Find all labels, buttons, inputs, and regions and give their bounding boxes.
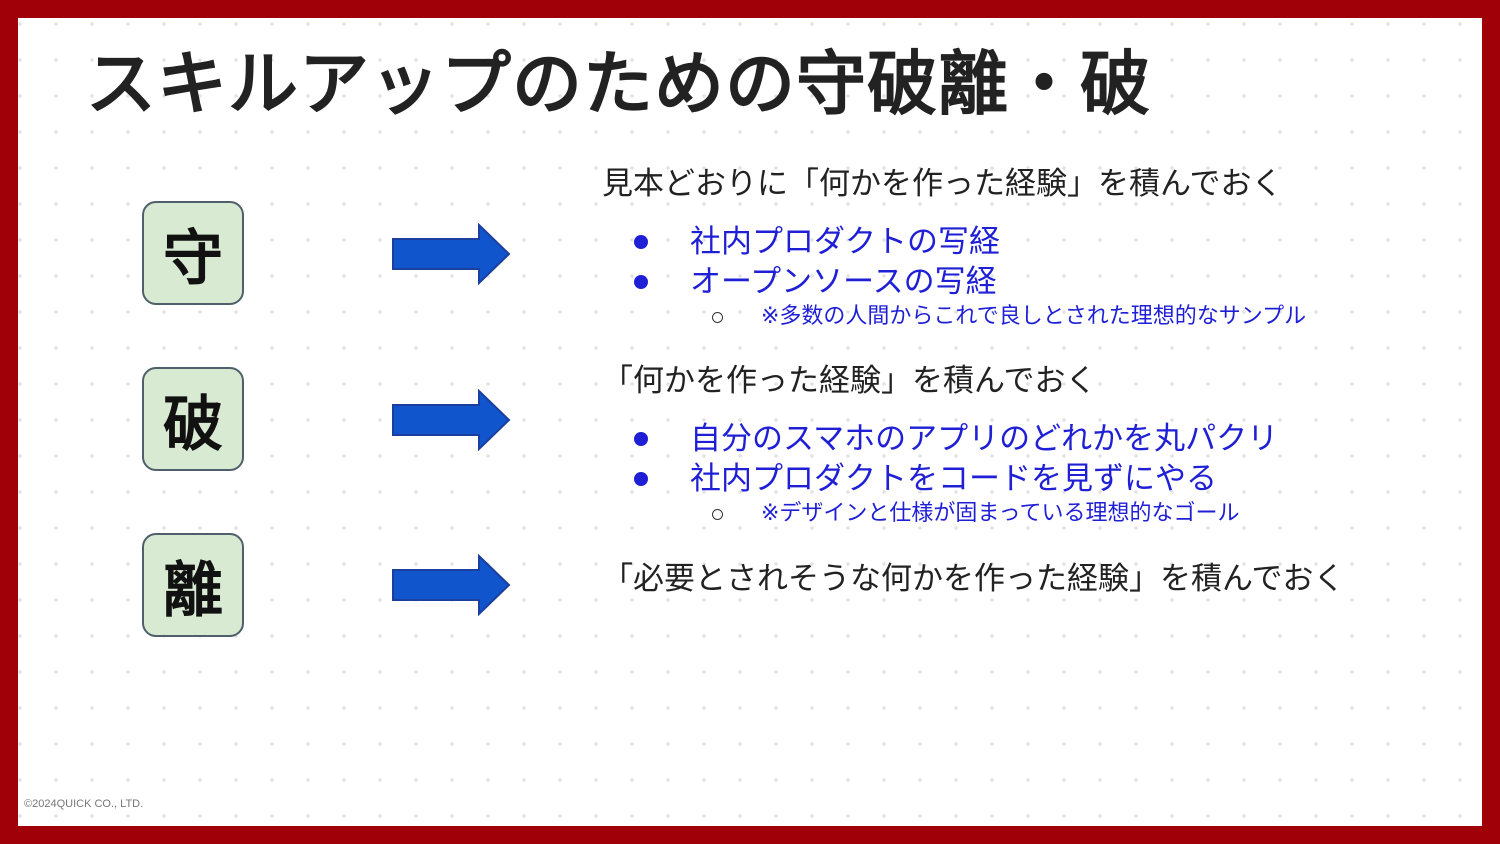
copyright-footer: ©2024QUICK CO., LTD.: [24, 798, 144, 810]
kanji-box-shu: 守: [142, 201, 244, 305]
bullet-dot-icon: [634, 275, 648, 289]
sub-note-shu: ※多数の人間からこれで良しとされた理想的なサンプル: [712, 302, 1306, 332]
bullet-list-shu: 社内プロダクトの写経 オープンソースの写経: [632, 222, 1000, 302]
right-arrow-icon: [392, 389, 511, 451]
row-heading-ri: 「必要とされそうな何かを作った経験」を積んでおく: [602, 561, 1345, 597]
slide-title: スキルアップのための守破離・破: [86, 43, 1151, 125]
hollow-bullet-icon: [712, 508, 723, 520]
sub-note-ha: ※デザインと仕様が固まっている理想的なゴール: [712, 499, 1239, 529]
list-item: 社内プロダクトの写経: [632, 222, 1000, 262]
list-item: 自分のスマホのアプリのどれかを丸パクリ: [632, 419, 1278, 459]
kanji-box-ha: 破: [142, 367, 244, 471]
slide: スキルアップのための守破離・破 守 見本どおりに「何かを作った経験」を積んでおく…: [18, 18, 1482, 826]
row-heading-ha: 「何かを作った経験」を積んでおく: [602, 363, 1097, 399]
right-arrow-icon: [392, 554, 511, 616]
list-item: オープンソースの写経: [632, 262, 1000, 302]
right-arrow-icon: [392, 223, 511, 285]
row-heading-shu: 見本どおりに「何かを作った経験」を積んでおく: [602, 166, 1283, 202]
bullet-dot-icon: [634, 472, 648, 486]
hollow-bullet-icon: [712, 311, 723, 323]
bullet-dot-icon: [634, 432, 648, 446]
bullet-list-ha: 自分のスマホのアプリのどれかを丸パクリ 社内プロダクトをコードを見ずにやる: [632, 419, 1278, 499]
list-item: 社内プロダクトをコードを見ずにやる: [632, 459, 1278, 499]
kanji-box-ri: 離: [142, 533, 244, 637]
bullet-dot-icon: [634, 235, 648, 249]
